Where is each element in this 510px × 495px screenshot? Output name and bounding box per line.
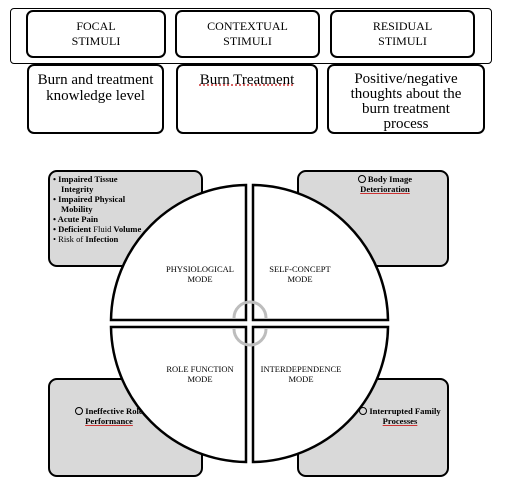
center-connector-icon	[232, 300, 268, 347]
role-function-mode-label: ROLE FUNCTION MODE	[155, 364, 245, 384]
role-function-dx-line2: Performance	[85, 416, 133, 427]
contextual-title-line2: STIMULI	[223, 34, 272, 48]
bullet-circle-icon	[359, 407, 368, 416]
self-concept-mode-label: SELF-CONCEPT MODE	[255, 264, 345, 284]
focal-stimuli-header: FOCAL STIMULI	[26, 10, 166, 58]
contextual-stimuli-header: CONTEXTUAL STIMULI	[175, 10, 320, 58]
diagnosis-item: • Acute Pain	[53, 214, 99, 224]
residual-title-line1: RESIDUAL	[372, 19, 433, 33]
diagnosis-item: • Deficient Fluid Volume	[53, 224, 142, 234]
interdependence-quadrant	[251, 325, 390, 464]
diagnosis-item: • Risk of Infection	[53, 234, 119, 244]
physiological-diagnoses-list: • Impaired Tissue Integrity • Impaired P…	[53, 174, 141, 244]
diagnosis-item: • Impaired Tissue	[53, 174, 118, 184]
bullet-circle-icon	[75, 407, 84, 416]
self-concept-dx-line2: Deterioration	[360, 184, 410, 195]
interdependence-dx-line1: Interrupted Family	[369, 406, 441, 416]
role-function-diagnosis: Ineffective Role Performance	[64, 406, 154, 426]
role-function-mode-line1: ROLE FUNCTION	[166, 364, 234, 374]
physiological-quadrant	[109, 183, 248, 322]
diagnosis-item-cont: Mobility	[61, 204, 93, 214]
residual-stimuli-body: Positive/negative thoughts about the bur…	[327, 64, 485, 134]
self-concept-mode-line1: SELF-CONCEPT	[269, 264, 331, 274]
focal-stimuli-body: Burn and treatment knowledge level	[27, 64, 164, 134]
contextual-body-text: Burn Treatment	[199, 72, 295, 88]
physiological-mode-label: PHYSIOLOGICAL MODE	[155, 264, 245, 284]
interdependence-mode-line2: MODE	[288, 374, 314, 384]
contextual-title-line1: CONTEXTUAL	[207, 19, 288, 33]
interdependence-dx-line2: Processes	[382, 416, 418, 427]
residual-title-line2: STIMULI	[378, 34, 427, 48]
focal-title-line1: FOCAL	[76, 19, 116, 33]
focal-title-line2: STIMULI	[71, 34, 121, 48]
diagnosis-item: • Impaired Physical	[53, 194, 126, 204]
interdependence-diagnosis: Interrupted Family Processes	[352, 406, 448, 426]
interdependence-mode-label: INTERDEPENDENCE MODE	[253, 364, 349, 384]
physiological-mode-line2: MODE	[187, 274, 213, 284]
role-function-dx-line1: Ineffective Role	[85, 406, 143, 416]
contextual-stimuli-body: Burn Treatment	[176, 64, 318, 134]
diagnosis-item-cont: Integrity	[61, 184, 94, 194]
residual-stimuli-header: RESIDUAL STIMULI	[330, 10, 475, 58]
residual-body-text: Positive/negative thoughts about the bur…	[350, 71, 462, 132]
bullet-circle-icon	[357, 175, 366, 184]
focal-body-text: Burn and treatment knowledge level	[37, 72, 154, 104]
interdependence-mode-line1: INTERDEPENDENCE	[260, 364, 342, 374]
self-concept-quadrant	[251, 183, 390, 322]
self-concept-diagnosis: Body Image Deterioration	[330, 174, 440, 194]
role-function-mode-line2: MODE	[187, 374, 213, 384]
role-function-quadrant	[109, 325, 248, 464]
self-concept-mode-line2: MODE	[287, 274, 313, 284]
physiological-mode-line1: PHYSIOLOGICAL	[166, 264, 234, 274]
self-concept-dx-line1: Body Image	[367, 174, 413, 184]
